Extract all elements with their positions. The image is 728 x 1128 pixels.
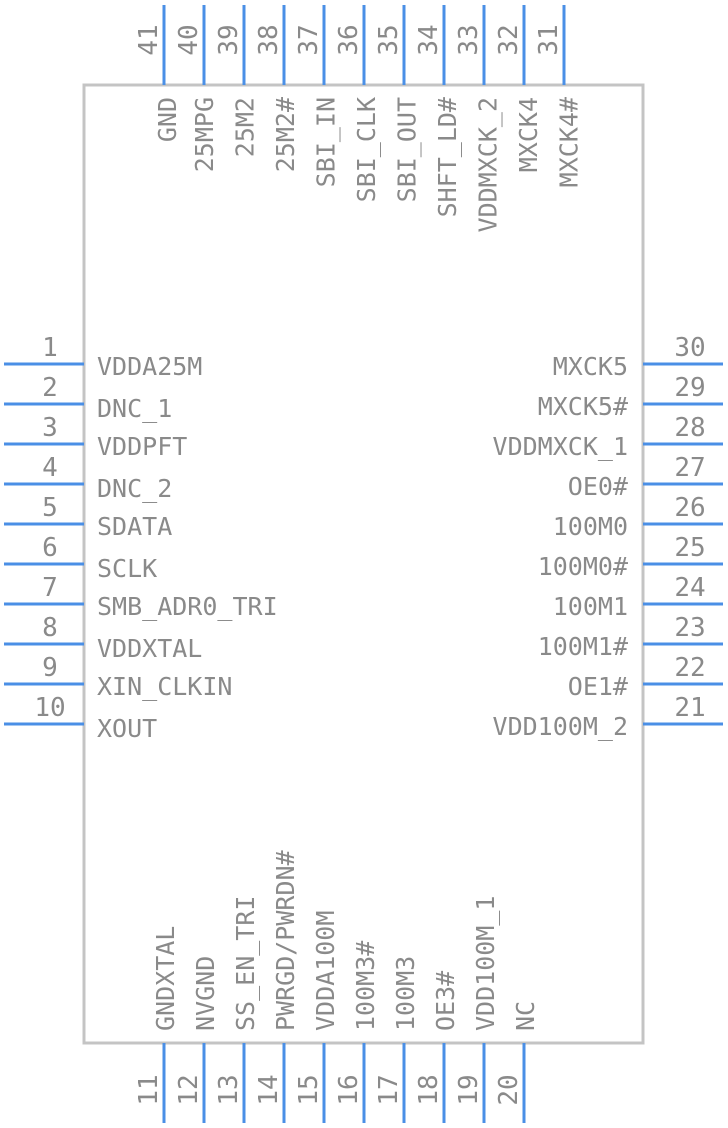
pin-number-7: 7 xyxy=(42,573,58,603)
pin-number-17: 17 xyxy=(374,1074,404,1105)
pin-number-12: 12 xyxy=(174,1074,204,1105)
pin-name-17: 100M3 xyxy=(391,956,420,1031)
pin-name-5: SDATA xyxy=(97,512,172,541)
pin-number-23: 23 xyxy=(674,613,705,643)
pin-number-20: 20 xyxy=(494,1074,524,1105)
pin-group: 1VDDA25M2DNC_13VDDPFT4DNC_25SDATA6SCLK7S… xyxy=(4,5,723,1123)
pin-name-33: VDDMXCK_2 xyxy=(474,97,503,232)
pin-name-20: NC xyxy=(511,1001,540,1031)
pin-number-21: 21 xyxy=(674,693,705,723)
pin-name-1: VDDA25M xyxy=(97,352,202,381)
pin-number-16: 16 xyxy=(334,1074,364,1105)
pin-number-25: 25 xyxy=(674,533,705,563)
pin-name-37: SBI_IN xyxy=(312,97,341,187)
pin-number-6: 6 xyxy=(42,533,58,563)
pin-name-27: OE0# xyxy=(568,472,628,501)
pin-number-27: 27 xyxy=(674,453,705,483)
pin-name-30: MXCK5 xyxy=(553,352,628,381)
pin-name-14: PWRGD/PWRDN# xyxy=(271,850,300,1031)
pin-name-28: VDDMXCK_1 xyxy=(493,432,628,461)
pin-number-13: 13 xyxy=(214,1074,244,1105)
pin-number-9: 9 xyxy=(42,653,58,683)
pin-name-23: 100M1# xyxy=(538,632,628,661)
pin-name-32: MXCK4 xyxy=(514,97,543,172)
pin-name-13: SS_EN_TRI xyxy=(231,896,260,1031)
pin-name-35: SBI_OUT xyxy=(393,97,422,202)
pin-number-38: 38 xyxy=(254,24,284,55)
pin-name-12: NVGND xyxy=(191,956,220,1031)
pin-name-9: XIN_CLKIN xyxy=(97,672,232,701)
pin-number-10: 10 xyxy=(34,693,65,723)
pin-number-31: 31 xyxy=(534,24,564,55)
pin-name-15: VDDA100M xyxy=(311,911,340,1031)
pin-number-14: 14 xyxy=(254,1074,284,1105)
pin-number-19: 19 xyxy=(454,1074,484,1105)
pin-number-5: 5 xyxy=(42,493,58,523)
pin-number-35: 35 xyxy=(374,24,404,55)
ic-package-body xyxy=(82,83,645,1045)
pin-name-16: 100M3# xyxy=(351,941,380,1031)
pin-name-8: VDDXTAL xyxy=(97,634,202,663)
pin-name-19: VDD100M_1 xyxy=(471,896,500,1031)
pin-number-8: 8 xyxy=(42,613,58,643)
pin-number-11: 11 xyxy=(134,1074,164,1105)
pin-number-36: 36 xyxy=(334,24,364,55)
pin-number-30: 30 xyxy=(674,333,705,363)
pin-name-25: 100M0# xyxy=(538,552,628,581)
pin-name-26: 100M0 xyxy=(553,512,628,541)
pin-name-6: SCLK xyxy=(97,554,157,583)
pin-name-10: XOUT xyxy=(97,714,157,743)
pin-name-3: VDDPFT xyxy=(97,432,187,461)
pin-name-31: MXCK4# xyxy=(555,97,584,187)
pin-number-33: 33 xyxy=(454,24,484,55)
pin-number-18: 18 xyxy=(414,1074,444,1105)
pin-name-11: GNDXTAL xyxy=(151,926,180,1031)
pin-name-18: OE3# xyxy=(431,971,460,1031)
pin-number-37: 37 xyxy=(294,24,324,55)
pin-number-40: 40 xyxy=(174,24,204,55)
pin-number-26: 26 xyxy=(674,493,705,523)
pin-number-4: 4 xyxy=(42,453,58,483)
pin-name-40: 25MPG xyxy=(190,97,219,172)
pin-number-3: 3 xyxy=(42,413,58,443)
pin-name-24: 100M1 xyxy=(553,592,628,621)
pin-name-34: SHFT_LD# xyxy=(433,97,462,217)
pin-name-39: 25M2 xyxy=(231,97,260,157)
pin-name-2: DNC_1 xyxy=(97,394,172,423)
pin-name-21: VDD100M_2 xyxy=(493,712,628,741)
pin-number-29: 29 xyxy=(674,373,705,403)
pin-name-41: GND xyxy=(153,97,182,142)
pin-number-1: 1 xyxy=(42,333,58,363)
pin-name-22: OE1# xyxy=(568,672,628,701)
pin-name-4: DNC_2 xyxy=(97,474,172,503)
pin-number-32: 32 xyxy=(494,24,524,55)
pin-number-28: 28 xyxy=(674,413,705,443)
pin-number-39: 39 xyxy=(214,24,244,55)
pin-number-34: 34 xyxy=(414,24,444,55)
pin-name-38: 25M2# xyxy=(271,97,300,172)
pin-number-41: 41 xyxy=(134,24,164,55)
pin-number-24: 24 xyxy=(674,573,705,603)
pin-name-7: SMB_ADR0_TRI xyxy=(97,592,278,621)
pin-name-29: MXCK5# xyxy=(538,392,628,421)
pin-number-2: 2 xyxy=(42,373,58,403)
pin-number-15: 15 xyxy=(294,1074,324,1105)
pin-number-22: 22 xyxy=(674,653,705,683)
pin-name-36: SBI_CLK xyxy=(352,97,381,202)
